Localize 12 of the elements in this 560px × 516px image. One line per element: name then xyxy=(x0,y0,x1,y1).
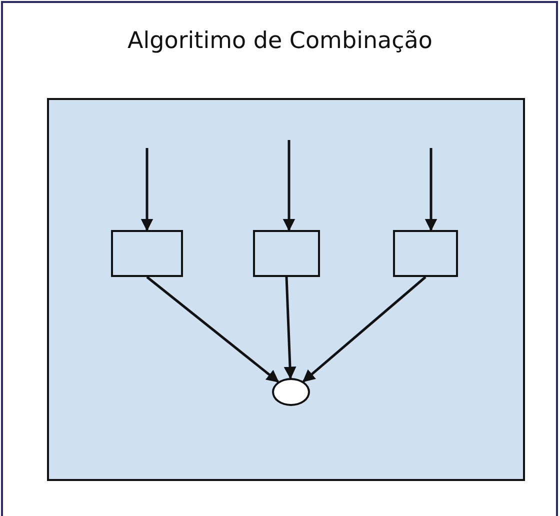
diagram-title: Algoritimo de Combinação xyxy=(126,28,434,54)
arrow xyxy=(424,148,438,232)
arrow xyxy=(146,276,280,383)
arrow xyxy=(284,276,296,380)
end-node-circle xyxy=(272,378,310,406)
arrow xyxy=(302,276,426,382)
container-panel xyxy=(47,98,525,481)
process-box xyxy=(253,230,320,277)
process-box xyxy=(111,230,183,277)
process-box xyxy=(393,230,458,277)
arrow xyxy=(140,148,154,232)
arrow xyxy=(282,140,296,232)
